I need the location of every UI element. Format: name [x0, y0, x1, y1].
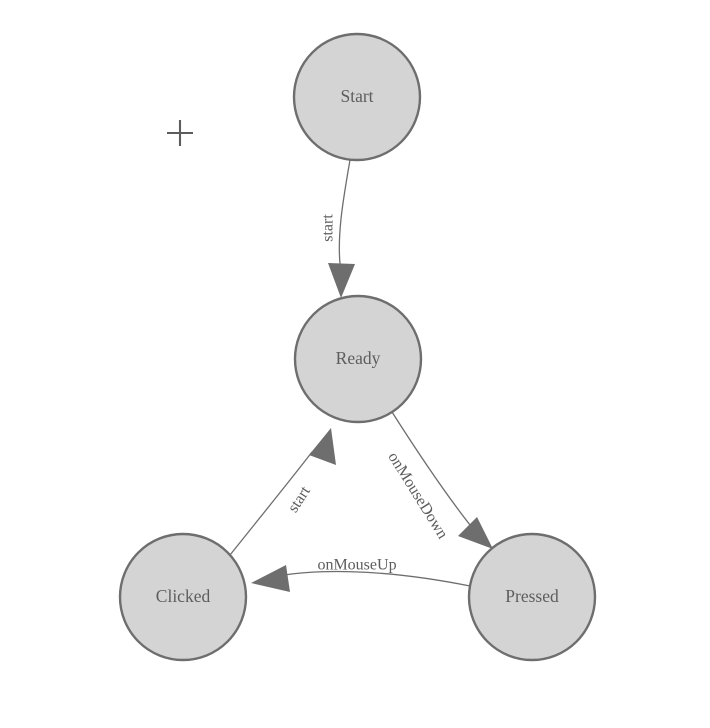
node-ready[interactable]: Ready: [293, 294, 423, 424]
edge-pressed-to-clicked[interactable]: onMouseUp: [251, 557, 471, 592]
node-clicked-label: Clicked: [156, 586, 211, 606]
edge-label-pressed-to-clicked: onMouseUp: [317, 557, 396, 574]
edge-line-start-to-ready: [338, 159, 351, 273]
edge-arrowhead-start-to-ready: [328, 263, 355, 298]
plus-icon[interactable]: [167, 120, 193, 146]
node-clicked-circle: [118, 532, 248, 662]
edge-line-ready-to-pressed: [391, 411, 475, 531]
edge-line-pressed-to-clicked: [277, 570, 471, 587]
node-start[interactable]: Start: [292, 32, 422, 162]
node-pressed-label: Pressed: [505, 586, 559, 606]
edge-label-clicked-to-ready: start: [285, 483, 315, 516]
edge-arrowhead-clicked-to-ready: [309, 428, 336, 465]
edge-start-to-ready[interactable]: start: [320, 159, 355, 298]
node-ready-label: Ready: [336, 348, 381, 368]
node-clicked[interactable]: Clicked: [118, 532, 248, 662]
edge-arrowhead-ready-to-pressed: [458, 517, 493, 549]
edge-line-clicked-to-ready: [229, 451, 313, 556]
edge-label-start-to-ready: start: [320, 214, 337, 242]
edge-arrowhead-pressed-to-clicked: [251, 565, 290, 592]
node-ready-circle: [293, 294, 423, 424]
node-start-label: Start: [340, 86, 373, 106]
node-start-circle: [292, 32, 422, 162]
edge-label-ready-to-pressed: onMouseDown: [384, 449, 451, 542]
edge-clicked-to-ready[interactable]: start: [229, 428, 336, 556]
edge-ready-to-pressed[interactable]: onMouseDown: [384, 411, 493, 549]
node-pressed[interactable]: Pressed: [467, 532, 597, 662]
node-pressed-circle: [467, 532, 597, 662]
